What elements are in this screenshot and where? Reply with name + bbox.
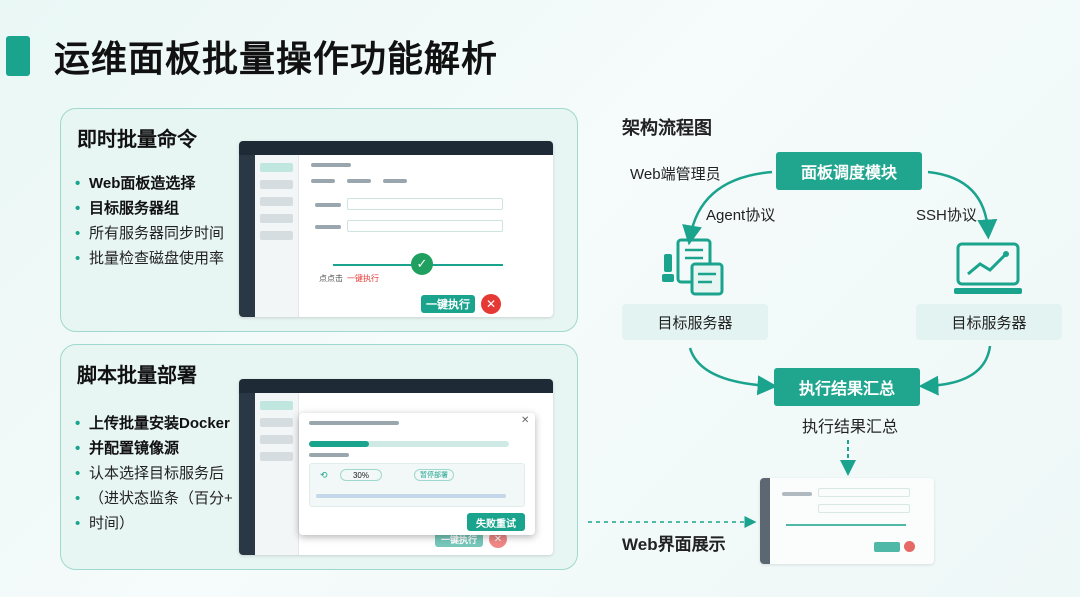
status-text: 一键执行 bbox=[347, 274, 379, 283]
result-summary-module: 执行结果汇总 bbox=[774, 368, 920, 406]
nav-item bbox=[260, 180, 293, 189]
deploy-panel-screenshot: 一键执行 ✕ ✕ ⟲ 30% 暂停部署 失败重试 bbox=[239, 379, 553, 555]
app-icon-rail bbox=[760, 478, 770, 564]
app-icon-rail bbox=[239, 155, 255, 317]
architecture-title: 架构流程图 bbox=[622, 118, 712, 138]
list-item: 批量检查磁盘使用率 bbox=[75, 246, 224, 271]
target-server-left: 目标服务器 bbox=[622, 304, 768, 340]
display-field bbox=[818, 488, 910, 497]
script-batch-deploy-card: 脚本批量部署 上传批量安装Docker 并配置镜像源 认本选择目标服务后 （进状… bbox=[60, 344, 578, 570]
form-heading bbox=[311, 163, 351, 167]
list-item: 并配置镜像源 bbox=[75, 436, 233, 461]
arrow-panel-to-right bbox=[927, 170, 998, 240]
page-title: 运维面板批量操作功能解析 bbox=[54, 38, 499, 79]
execute-button-mini bbox=[874, 542, 900, 552]
nav-item bbox=[260, 197, 293, 206]
close-icon bbox=[904, 541, 915, 552]
document-server-icon bbox=[662, 238, 724, 296]
list-item: 认本选择目标服务后 bbox=[75, 461, 233, 486]
target-server-right: 目标服务器 bbox=[916, 304, 1062, 340]
card-title: 即时批量命令 bbox=[77, 129, 197, 151]
command-panel-screenshot: ✓ 点点击 一键执行 一键执行 ✕ bbox=[239, 141, 553, 317]
server-group-select[interactable] bbox=[347, 198, 503, 210]
progress-caption bbox=[309, 453, 349, 457]
nav-item bbox=[260, 452, 293, 461]
list-item: （进状态监条（百分+ bbox=[75, 486, 233, 511]
tab-label bbox=[383, 179, 407, 183]
execute-button[interactable]: 一键执行 bbox=[421, 295, 475, 313]
field-label bbox=[315, 225, 341, 229]
nav-item bbox=[260, 418, 293, 427]
nav-item bbox=[260, 401, 293, 410]
card-title: 脚本批量部署 bbox=[77, 365, 197, 387]
close-icon[interactable]: ✕ bbox=[481, 294, 501, 314]
display-field bbox=[818, 504, 910, 513]
progress-track bbox=[309, 441, 509, 447]
instant-batch-command-card: 即时批量命令 Web面板造选择 目标服务器组 所有服务器同步时间 批量检查磁盘使… bbox=[60, 108, 578, 332]
field-label bbox=[315, 203, 341, 207]
hint-text: 点点击 bbox=[319, 274, 343, 283]
app-top-bar bbox=[239, 379, 553, 393]
app-nav bbox=[255, 393, 299, 555]
command-input[interactable] bbox=[347, 220, 503, 232]
list-item: 时间） bbox=[75, 511, 233, 536]
retry-button[interactable]: 失败重试 bbox=[467, 513, 525, 531]
result-summary-caption: 执行结果汇总 bbox=[802, 419, 899, 436]
title-accent-bar bbox=[6, 36, 30, 76]
arrow-right-to-result bbox=[918, 345, 992, 396]
log-line bbox=[316, 494, 506, 498]
list-item: Web面板造选择 bbox=[75, 171, 224, 196]
progress-track bbox=[786, 524, 906, 526]
web-display-label: Web界面展示 bbox=[622, 535, 726, 554]
progress-fill bbox=[309, 441, 369, 447]
check-icon: ✓ bbox=[411, 253, 433, 275]
app-nav bbox=[255, 155, 299, 317]
feature-list: Web面板造选择 目标服务器组 所有服务器同步时间 批量检查磁盘使用率 bbox=[75, 171, 224, 271]
app-top-bar bbox=[239, 141, 553, 155]
deploy-progress-modal: ✕ ⟲ 30% 暂停部署 失败重试 bbox=[299, 413, 535, 535]
ssh-protocol-label: SSH协议 bbox=[916, 207, 977, 224]
admin-label: Web端管理员 bbox=[630, 166, 721, 183]
nav-item bbox=[260, 231, 293, 240]
app-icon-rail bbox=[239, 393, 255, 555]
panel-scheduler-module: 面板调度模块 bbox=[776, 152, 922, 190]
refresh-icon[interactable]: ⟲ bbox=[320, 470, 328, 480]
nav-item bbox=[260, 435, 293, 444]
arrow-left-to-result bbox=[688, 347, 778, 396]
web-display-screenshot bbox=[760, 478, 934, 564]
tab-label bbox=[347, 179, 371, 183]
list-item: 所有服务器同步时间 bbox=[75, 221, 224, 246]
tab-label bbox=[311, 179, 335, 183]
percent-pill: 30% bbox=[340, 469, 382, 481]
nav-item bbox=[260, 163, 293, 172]
list-item: 目标服务器组 bbox=[75, 196, 224, 221]
execute-button-behind: 一键执行 bbox=[435, 531, 483, 547]
nav-item bbox=[260, 214, 293, 223]
arrow-panel-to-left bbox=[682, 170, 773, 246]
deploy-controls: ⟲ 30% 暂停部署 bbox=[309, 463, 525, 507]
pause-button[interactable]: 暂停部署 bbox=[414, 469, 454, 481]
field-label bbox=[782, 492, 812, 496]
agent-protocol-label: Agent协议 bbox=[706, 207, 776, 224]
list-item: 上传批量安装Docker bbox=[75, 411, 233, 436]
close-icon[interactable]: ✕ bbox=[521, 415, 530, 426]
monitor-chart-icon bbox=[954, 242, 1022, 294]
modal-title bbox=[309, 421, 399, 425]
feature-list: 上传批量安装Docker 并配置镜像源 认本选择目标服务后 （进状态监条（百分+… bbox=[75, 411, 233, 536]
